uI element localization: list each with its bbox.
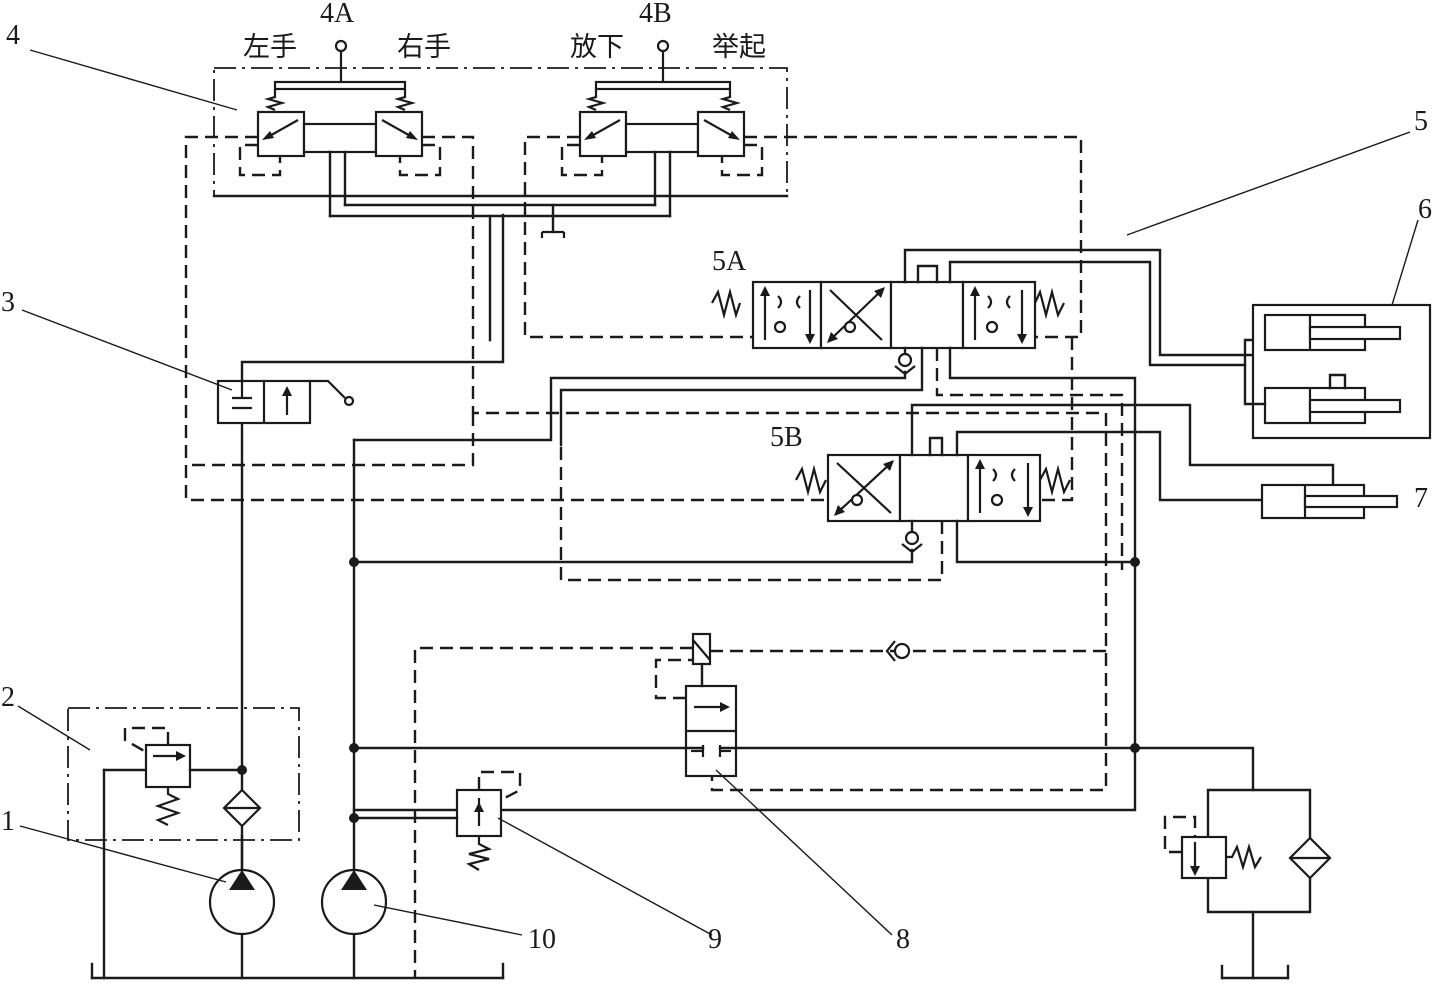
pilot-valve-group-4 (184, 39, 1106, 502)
pump-10 (320, 438, 388, 936)
label-4: 4 (6, 20, 20, 51)
label-4b: 4B (639, 0, 672, 29)
return-filter-unit (1163, 788, 1332, 980)
priority-valve-8 (352, 632, 1255, 978)
label-1: 1 (1, 806, 15, 837)
pilot-supply-unit-2 (67, 418, 300, 872)
label-10: 10 (528, 924, 556, 955)
junction-dots (349, 557, 1140, 823)
label-6: 6 (1418, 194, 1432, 225)
directional-valve-5b (186, 337, 1335, 792)
tilt-cylinder-7 (1260, 483, 1399, 520)
label-lift: 举起 (712, 32, 766, 63)
label-lower: 放下 (570, 32, 624, 63)
label-3: 3 (1, 287, 15, 318)
label-7: 7 (1414, 483, 1428, 514)
relief-valve-9 (352, 770, 522, 871)
label-right-hand: 右手 (397, 32, 451, 63)
label-2: 2 (1, 682, 15, 713)
label-5b: 5B (770, 422, 803, 453)
lift-cylinders-6 (1243, 303, 1432, 440)
label-8: 8 (896, 924, 910, 955)
label-9: 9 (708, 924, 722, 955)
manual-valve-3 (216, 213, 505, 425)
label-4a: 4A (320, 0, 355, 29)
leader-lines (17, 49, 1419, 936)
label-5a: 5A (712, 246, 747, 277)
label-5: 5 (1414, 106, 1428, 137)
directional-valve-5a (352, 248, 1267, 812)
label-left-hand: 左手 (243, 32, 297, 63)
text-labels: 4 3 2 1 10 9 8 7 6 5 4A 4B 5A 5B 左手 右手 放… (1, 0, 1432, 955)
tank-return-line (90, 768, 505, 980)
